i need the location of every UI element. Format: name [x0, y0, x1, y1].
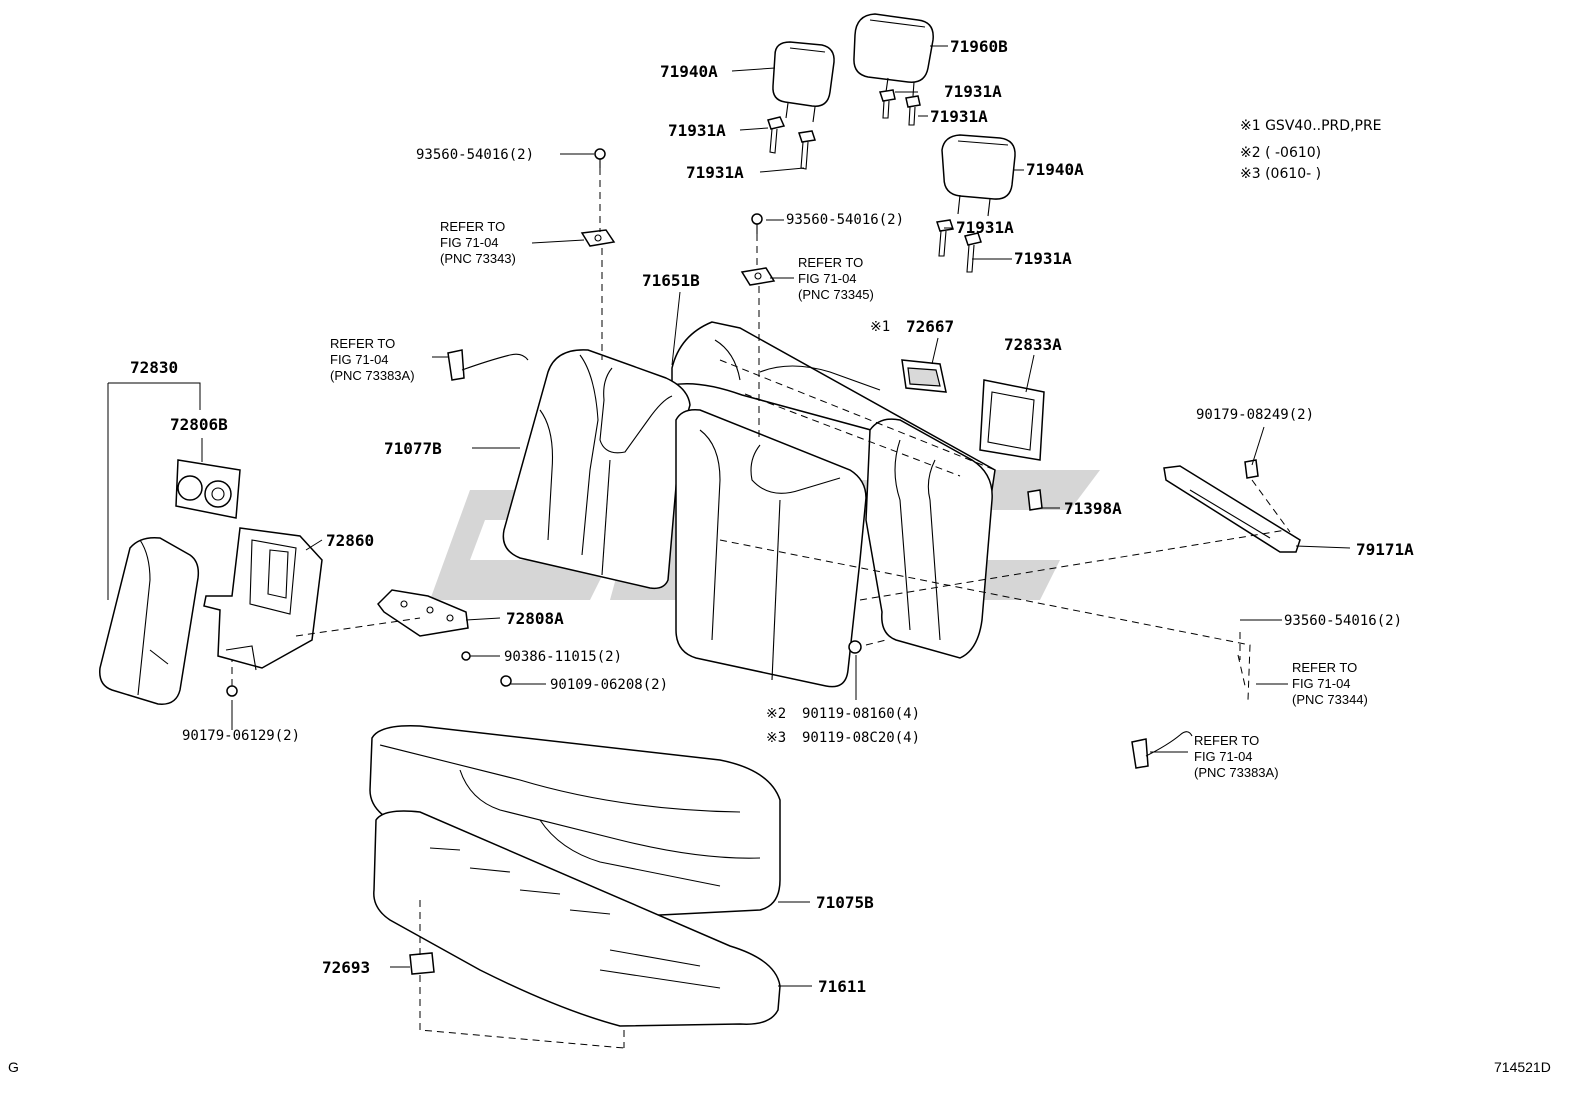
corner-left-code: G	[8, 1059, 19, 1075]
refer-pnc: (PNC 73383A)	[1194, 765, 1279, 780]
label-71931a-4: 71931A	[686, 163, 744, 182]
refer-line2: FIG 71-04	[1194, 749, 1253, 764]
assembly-dash-lines	[231, 168, 1291, 1049]
refer-block-73383a-right: REFER TO FIG 71-04 (PNC 73383A)	[1194, 733, 1279, 780]
cup-holder-72806b	[175, 459, 241, 519]
refer-block-73344: REFER TO FIG 71-04 (PNC 73344)	[1292, 660, 1368, 707]
armrest-72830	[99, 536, 200, 705]
label-71931a-2: 71931A	[930, 107, 988, 126]
label-90179-06129: 90179-06129(2)	[182, 728, 300, 744]
refer-pnc: (PNC 73345)	[798, 287, 874, 302]
refer-line1: REFER TO	[1194, 733, 1259, 748]
label-79171a: 79171A	[1356, 540, 1414, 559]
label-71940a-top: 71940A	[660, 62, 718, 81]
refer-block-73345: REFER TO FIG 71-04 (PNC 73345)	[798, 255, 874, 302]
label-90119-08160: 90119-08160(4)	[802, 706, 920, 722]
label-71075b: 71075B	[816, 893, 874, 912]
label-72833a: 72833A	[1004, 335, 1062, 354]
note-3: ※3 (0610- )	[1240, 166, 1321, 182]
label-71077b: 71077B	[384, 439, 442, 458]
lid-trim-79171a	[1163, 459, 1301, 553]
mark-08160: ※2	[766, 706, 786, 722]
note-1: ※1 GSV40..PRD,PRE	[1240, 118, 1382, 134]
refer-pnc: (PNC 73343)	[440, 251, 516, 266]
refer-line1: REFER TO	[330, 336, 395, 351]
refer-line2: FIG 71-04	[330, 352, 389, 367]
label-90109: 90109-06208(2)	[550, 677, 668, 693]
refer-pnc: (PNC 73383A)	[330, 368, 415, 383]
part-labels: 71940A 71960B 71931A 71931A 71931A 71931…	[130, 37, 1414, 996]
refer-line1: REFER TO	[440, 219, 505, 234]
figure-code: 714521D	[1494, 1059, 1551, 1075]
mark-08c20: ※3	[766, 730, 786, 746]
headrest-71940a-top	[772, 41, 835, 123]
seat-back-cover-71077b	[502, 349, 691, 590]
refer-line1: REFER TO	[798, 255, 863, 270]
refer-block-73343: REFER TO FIG 71-04 (PNC 73343)	[440, 219, 516, 266]
label-71931a-3: 71931A	[668, 121, 726, 140]
small-parts-right	[901, 359, 1045, 511]
label-90119-08c20: 90119-08C20(4)	[802, 730, 920, 746]
label-71931a-5: 71931A	[956, 218, 1014, 237]
mark-72667: ※1	[870, 319, 890, 335]
note-2: ※2 ( -0610)	[1240, 145, 1321, 161]
refer-block-73383a-left: REFER TO FIG 71-04 (PNC 73383A)	[330, 336, 415, 383]
headrest-71960b	[853, 13, 934, 97]
label-71931a-6: 71931A	[1014, 249, 1072, 268]
label-72830: 72830	[130, 358, 178, 377]
refer-line2: FIG 71-04	[1292, 676, 1351, 691]
label-71651b: 71651B	[642, 271, 700, 290]
headrest-guides	[767, 89, 982, 273]
label-90386: 90386-11015(2)	[504, 649, 622, 665]
label-71931a-1: 71931A	[944, 82, 1002, 101]
seat-belt-wires	[447, 349, 1193, 769]
label-72693: 72693	[322, 958, 370, 977]
label-72860: 72860	[326, 531, 374, 550]
label-72806b: 72806B	[170, 415, 228, 434]
label-71611: 71611	[818, 977, 866, 996]
refer-pnc: (PNC 73344)	[1292, 692, 1368, 707]
label-90179-08249: 90179-08249(2)	[1196, 407, 1314, 423]
refer-line1: REFER TO	[1292, 660, 1357, 675]
label-72808a: 72808A	[506, 609, 564, 628]
label-71960b: 71960B	[950, 37, 1008, 56]
headrest-71940a-right	[941, 134, 1016, 217]
label-71940a-right: 71940A	[1026, 160, 1084, 179]
refer-line2: FIG 71-04	[440, 235, 499, 250]
label-72667: 72667	[906, 317, 954, 336]
armrest-frame-72860	[203, 527, 323, 671]
seat-cushion-pad-71611	[373, 810, 781, 1027]
label-93560-top: 93560-54016(2)	[416, 147, 534, 163]
upper-brackets	[580, 148, 776, 286]
notes: ※1 GSV40..PRD,PRE ※2 ( -0610) ※3 (0610- …	[1240, 118, 1382, 182]
label-93560-right: 93560-54016(2)	[1284, 613, 1402, 629]
refer-line2: FIG 71-04	[798, 271, 857, 286]
label-93560-mid: 93560-54016(2)	[786, 212, 904, 228]
leader-lines	[107, 45, 1351, 987]
seat-back-cover-center-right	[675, 408, 993, 688]
label-71398a: 71398A	[1064, 499, 1122, 518]
